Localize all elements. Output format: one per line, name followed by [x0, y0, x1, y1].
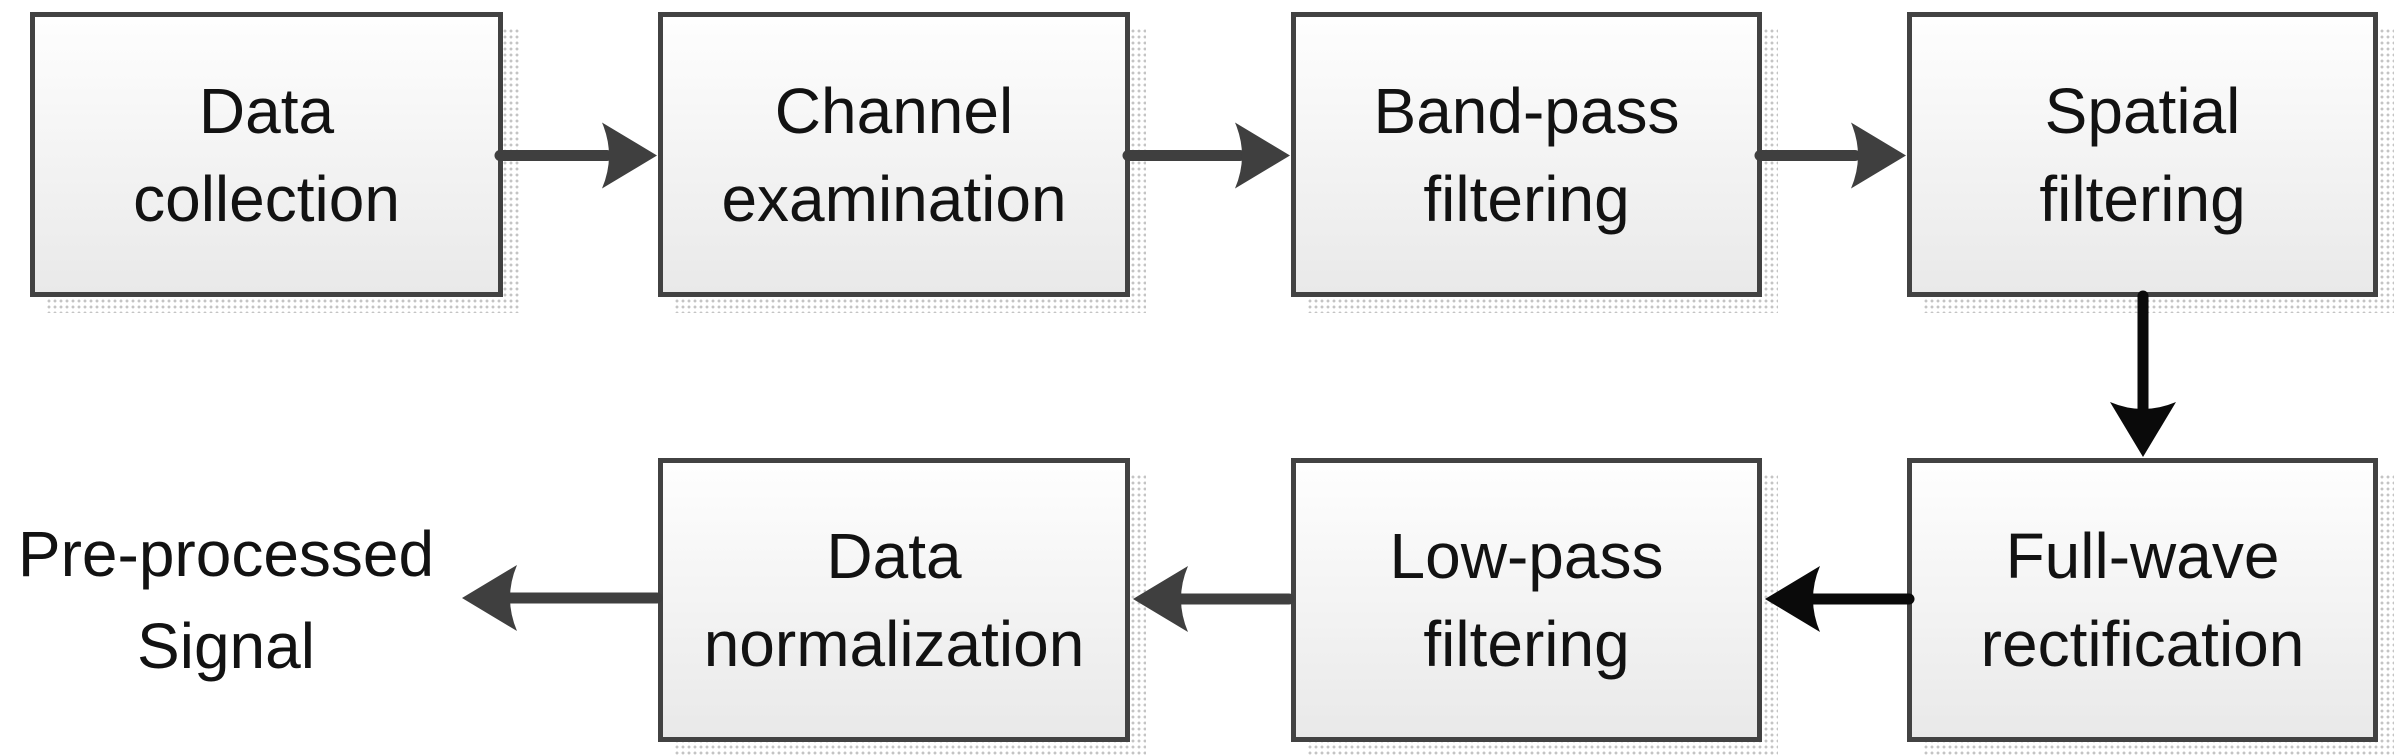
arrow-data-collection-to-channel-examination — [494, 122, 657, 189]
node-data-collection: Data collection — [30, 12, 519, 313]
box: Low-pass filtering — [1291, 458, 1762, 742]
node-label: Band-pass filtering — [1373, 74, 1680, 235]
node-data-normalization: Data normalization — [658, 458, 1146, 756]
box: Channel examination — [658, 12, 1130, 297]
box: Full-wave rectification — [1907, 458, 2378, 742]
arrow-full-wave-rectification-to-low-pass-filtering — [1765, 566, 1915, 632]
node-full-wave-rectification: Full-wave rectification — [1907, 458, 2394, 756]
arrow-spatial-filtering-to-full-wave-rectification — [2110, 290, 2176, 457]
node-channel-examination: Channel examination — [658, 12, 1146, 313]
box: Band-pass filtering — [1291, 12, 1762, 297]
node-pre-processed-signal: Pre-processed Signal — [0, 458, 452, 742]
node-label: Spatial filtering — [2039, 74, 2246, 235]
box: Data collection — [30, 12, 503, 297]
node-label: Low-pass filtering — [1389, 520, 1664, 680]
arrow-band-pass-filtering-to-spatial-filtering — [1754, 122, 1906, 189]
node-band-pass-filtering: Band-pass filtering — [1291, 12, 1778, 313]
arrow-low-pass-filtering-to-data-normalization — [1133, 566, 1295, 632]
node-label: Pre-processed Signal — [17, 518, 435, 682]
node-label: Data collection — [133, 74, 400, 235]
node-label: Channel examination — [721, 74, 1067, 235]
arrow-channel-examination-to-band-pass-filtering — [1122, 122, 1290, 189]
node-spatial-filtering: Spatial filtering — [1907, 12, 2394, 313]
node-label: Data normalization — [703, 520, 1085, 680]
node-label: Full-wave rectification — [1980, 520, 2305, 680]
arrow-data-normalization-to-pre-processed-signal — [462, 565, 663, 631]
node-low-pass-filtering: Low-pass filtering — [1291, 458, 1778, 756]
box: Spatial filtering — [1907, 12, 2378, 297]
box: Data normalization — [658, 458, 1130, 742]
